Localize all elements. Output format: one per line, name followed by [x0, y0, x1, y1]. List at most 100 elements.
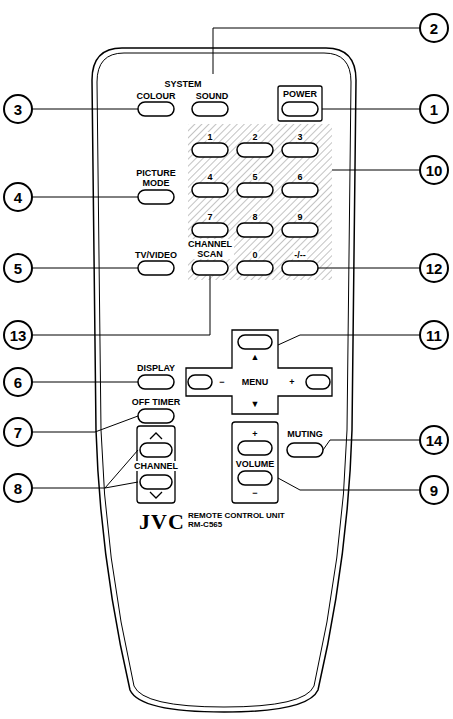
button-label: SYSTEM: [163, 79, 202, 89]
button: [138, 190, 174, 204]
button: [192, 143, 228, 157]
button: [138, 261, 174, 275]
button-label: POWER: [282, 89, 318, 99]
button-label: −: [218, 377, 225, 387]
button-label: COLOUR: [136, 91, 177, 101]
leader-line: [32, 450, 138, 488]
leader-line: [32, 197, 138, 198]
button-label: CHANNEL SCAN: [186, 239, 234, 259]
callout-number: 7: [14, 424, 22, 441]
button: [138, 409, 174, 423]
callout-circle: 10: [419, 155, 449, 185]
button: [287, 443, 323, 457]
callout-number: 1: [430, 101, 438, 118]
button-label: OFF TIMER: [131, 397, 182, 407]
callout-number: 13: [10, 327, 27, 344]
power-frame: [278, 86, 322, 121]
button-label: −: [251, 488, 258, 498]
brand-logo: JVC: [138, 509, 186, 534]
callout-circle: 14: [419, 425, 449, 455]
callout-circle: 13: [3, 320, 33, 350]
callout-circle: 1: [419, 94, 449, 124]
leader-line: [318, 268, 420, 269]
leader-line: [323, 440, 420, 450]
button: [238, 335, 272, 349]
button: [237, 183, 273, 197]
button-label: +: [251, 429, 258, 439]
button: [237, 223, 273, 237]
button: [282, 183, 318, 197]
button-label: 0: [251, 250, 258, 260]
button: [192, 261, 228, 275]
button: [138, 102, 174, 116]
menu-cross: [186, 330, 332, 414]
button: [237, 261, 273, 275]
channel-down-chevron: [150, 492, 162, 498]
callout-circle: 5: [3, 253, 33, 283]
button-label: 7: [206, 212, 213, 222]
leader-line: [32, 276, 210, 335]
button: [282, 102, 318, 116]
button: [306, 375, 330, 389]
callout-circle: 2: [419, 13, 449, 43]
button-label: ▼: [250, 399, 261, 409]
callout-number: 2: [430, 20, 438, 37]
callout-circle: 6: [3, 367, 33, 397]
button-label: -/--: [293, 250, 307, 260]
button-label: PICTURE MODE: [133, 168, 179, 188]
button-label: 6: [296, 172, 303, 182]
callout-number: 10: [426, 162, 443, 179]
remote-body-inner: [97, 53, 351, 707]
button: [192, 223, 228, 237]
button: [238, 441, 272, 455]
callout-number: 14: [426, 432, 443, 449]
button: [140, 475, 172, 489]
button-label: MUTING: [286, 429, 324, 439]
callout-circle: 9: [419, 475, 449, 505]
callout-circle: 12: [419, 253, 449, 283]
button: [188, 375, 212, 389]
button-label: SOUND: [195, 91, 230, 101]
button: [282, 261, 318, 275]
button: [282, 143, 318, 157]
button-label: VOLUME: [235, 459, 276, 469]
callout-number: 5: [14, 260, 22, 277]
button-label: TV/VIDEO: [134, 250, 178, 260]
leader-line: [278, 335, 420, 345]
callout-number: 11: [426, 327, 442, 344]
button-label: 4: [206, 172, 213, 182]
channel-up-chevron: [150, 433, 162, 439]
button-label: CHANNEL: [133, 461, 179, 471]
callout-number: 8: [14, 480, 22, 497]
button-label: 8: [251, 212, 258, 222]
callout-number: 6: [14, 374, 22, 391]
button-label: 1: [206, 132, 213, 142]
leader-line: [332, 170, 420, 171]
button-label: 9: [296, 212, 303, 222]
leader-line: [32, 109, 138, 110]
button-label: 2: [251, 132, 258, 142]
leader-line: [32, 382, 138, 383]
leader-line: [32, 416, 138, 432]
callout-number: 12: [426, 260, 443, 277]
callout-circle: 8: [3, 473, 33, 503]
leader-line: [322, 109, 420, 110]
leader-line: [32, 268, 138, 269]
button-label: DISPLAY: [136, 363, 176, 373]
callout-circle: 3: [3, 94, 33, 124]
callout-number: 9: [430, 482, 438, 499]
callout-number: 4: [14, 189, 22, 206]
button: [237, 143, 273, 157]
button: [138, 375, 174, 389]
button-label: +: [288, 377, 295, 387]
callout-circle: 11: [419, 320, 449, 350]
model-label: REMOTE CONTROL UNIT RM-C565: [187, 511, 289, 529]
leader-line: [213, 28, 420, 74]
button-label: MENU: [241, 377, 270, 387]
button-label: 5: [251, 172, 258, 182]
button: [192, 102, 228, 116]
callout-circle: 4: [3, 182, 33, 212]
button: [282, 223, 318, 237]
